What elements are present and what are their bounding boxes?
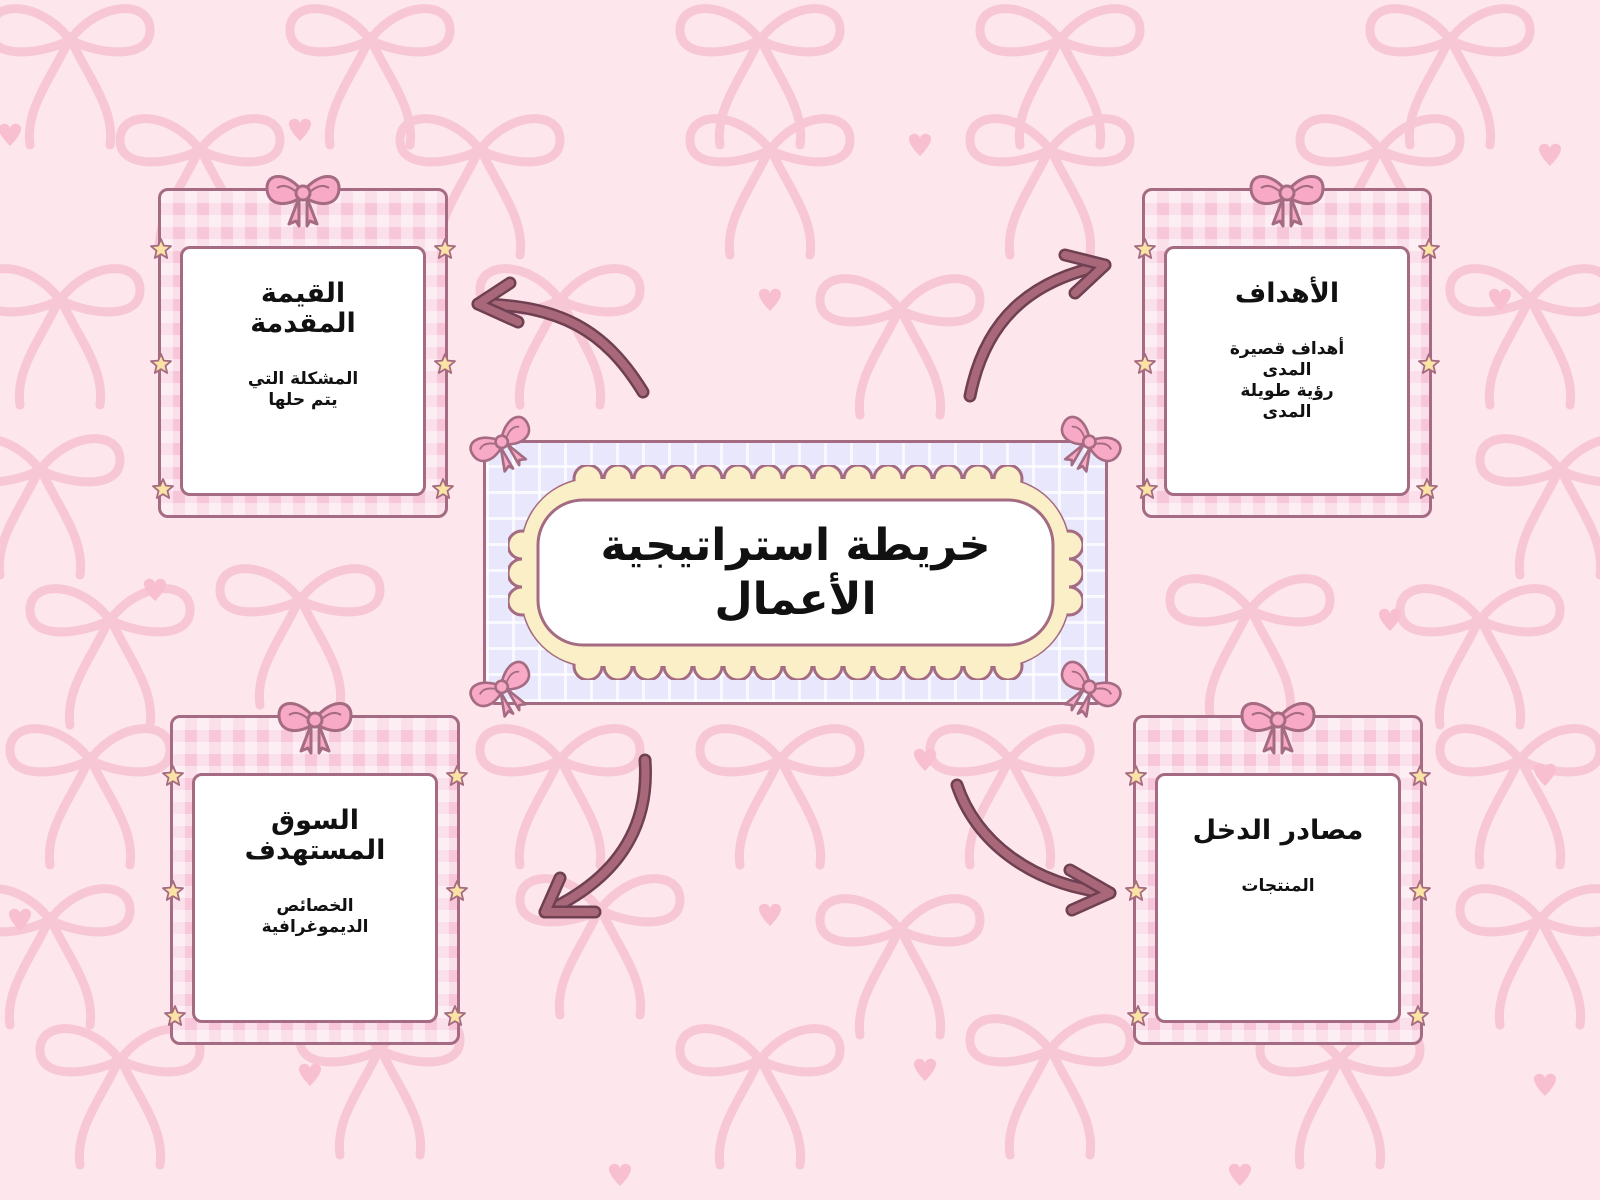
bow-icon <box>468 660 538 720</box>
center-title-line-2: الأعمال <box>714 573 877 625</box>
star-icon <box>444 1005 466 1027</box>
star-icon <box>162 880 184 902</box>
card-target-market: السوق المستهدف الخصائص الديموغرافية <box>162 701 468 1045</box>
card-body-line: المدى <box>1262 402 1312 422</box>
star-icon <box>162 765 184 787</box>
center-scallop-frame <box>508 465 1083 680</box>
star-icon <box>1136 478 1158 500</box>
bow-icon <box>1249 174 1325 228</box>
star-icon <box>150 238 172 260</box>
bow-icon <box>1240 701 1316 755</box>
card-body-line: رؤية طويلة <box>1240 381 1334 401</box>
card-revenue-streams: مصادر الدخل المنتجات <box>1125 701 1431 1045</box>
card-title: القيمة المقدمة <box>250 278 356 339</box>
card-value-proposition: القيمة المقدمة المشكلة التي يتم حلها <box>150 174 456 518</box>
card-body: المنتجات <box>1241 876 1314 897</box>
card-body: أهداف قصيرة المدى رؤية طويلة المدى <box>1230 339 1344 423</box>
card-content: القيمة المقدمة المشكلة التي يتم حلها <box>180 246 426 496</box>
star-icon <box>432 478 454 500</box>
card-content: مصادر الدخل المنتجات <box>1155 773 1401 1023</box>
card-body-line: المدى <box>1262 360 1312 380</box>
card-content: الأهداف أهداف قصيرة المدى رؤية طويلة الم… <box>1164 246 1410 496</box>
card-body-line: الخصائص <box>276 896 354 916</box>
star-icon <box>164 1005 186 1027</box>
star-icon <box>1134 353 1156 375</box>
star-icon <box>1418 238 1440 260</box>
star-icon <box>1418 353 1440 375</box>
star-icon <box>434 353 456 375</box>
bow-icon <box>277 701 353 755</box>
star-icon <box>446 880 468 902</box>
star-icon <box>446 765 468 787</box>
star-icon <box>1409 880 1431 902</box>
star-icon <box>1409 765 1431 787</box>
star-icon <box>434 238 456 260</box>
card-title: مصادر الدخل <box>1192 815 1364 846</box>
card-content: السوق المستهدف الخصائص الديموغرافية <box>192 773 438 1023</box>
star-icon <box>1125 765 1147 787</box>
card-title: السوق المستهدف <box>244 805 386 866</box>
card-body-line: يتم حلها <box>268 390 338 410</box>
star-icon <box>1407 1005 1429 1027</box>
card-body-line: المنتجات <box>1241 876 1315 896</box>
star-icon <box>152 478 174 500</box>
bow-icon <box>1053 415 1123 475</box>
star-icon <box>150 353 172 375</box>
center-title: خريطة استراتيجية الأعمال <box>538 500 1053 645</box>
center-title-block: خريطة استراتيجية الأعمال <box>468 415 1123 720</box>
bow-icon <box>265 174 341 228</box>
card-body-line: الديموغرافية <box>261 917 369 937</box>
star-icon <box>1134 238 1156 260</box>
bow-icon <box>1053 660 1123 720</box>
star-icon <box>1416 478 1438 500</box>
card-body-line: أهداف قصيرة <box>1229 339 1345 359</box>
center-title-line-1: خريطة استراتيجية <box>600 519 991 571</box>
star-icon <box>1127 1005 1149 1027</box>
card-body: الخصائص الديموغرافية <box>262 896 369 938</box>
card-goals: الأهداف أهداف قصيرة المدى رؤية طويلة الم… <box>1134 174 1440 518</box>
card-body-line: المشكلة التي <box>247 369 359 389</box>
bow-icon <box>468 415 538 475</box>
card-body: المشكلة التي يتم حلها <box>248 369 358 411</box>
card-title: الأهداف <box>1234 278 1340 309</box>
star-icon <box>1125 880 1147 902</box>
